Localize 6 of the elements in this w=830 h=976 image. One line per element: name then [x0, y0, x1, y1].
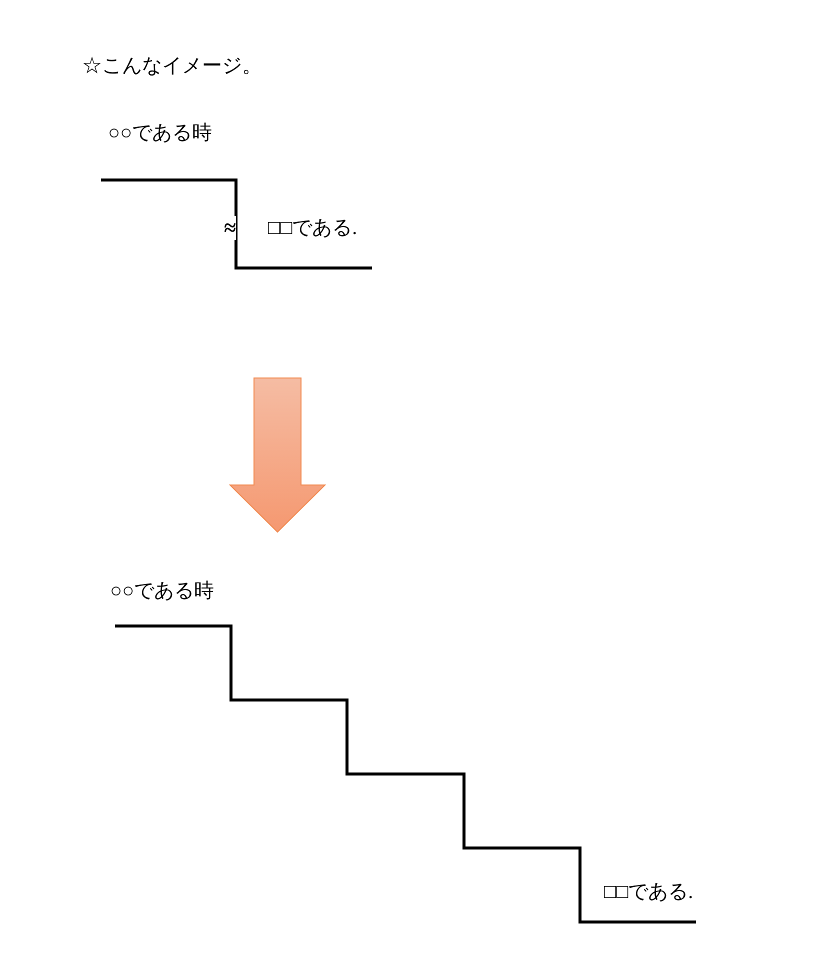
condition-label: ○○である時 — [110, 579, 214, 603]
condition-label: ○○である時 — [108, 121, 212, 145]
title: ☆こんなイメージ。 — [82, 54, 262, 78]
result-label: □□である. — [268, 216, 358, 240]
result-label: □□である. — [604, 880, 694, 904]
break-mark: ≈ — [224, 216, 236, 240]
